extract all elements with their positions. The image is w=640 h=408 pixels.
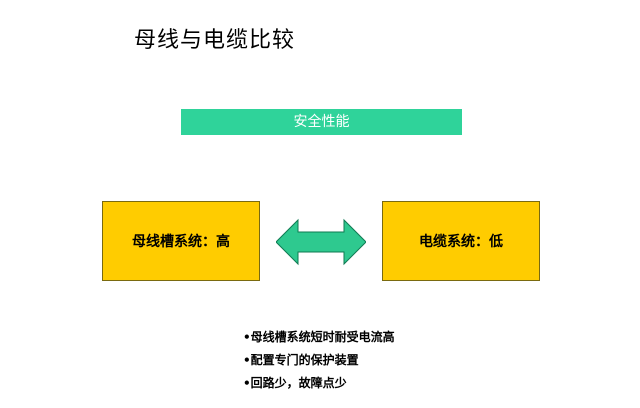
bullet-text: 配置专门的保护装置 <box>250 353 359 367</box>
list-item: •母线槽系统短时耐受电流高 <box>243 326 395 349</box>
bullet-mark: • <box>243 330 251 344</box>
bullet-text: 母线槽系统短时耐受电流高 <box>250 330 395 344</box>
cable-rating-label: 电缆系统：低 <box>419 234 503 250</box>
list-item: •配置专门的保护装置 <box>243 349 395 372</box>
list-item: •回路少，故障点少 <box>243 372 395 395</box>
busway-rating-label: 母线槽系统：高 <box>132 234 230 250</box>
cable-rating-box: 电缆系统：低 <box>382 201 540 281</box>
bullet-list: •母线槽系统短时耐受电流高 •配置专门的保护装置 •回路少，故障点少 <box>243 326 395 395</box>
slide-title: 母线与电缆比较 <box>134 28 296 53</box>
double-arrow-icon <box>276 218 366 266</box>
category-banner: 安全性能 <box>181 109 462 135</box>
busway-rating-box: 母线槽系统：高 <box>102 201 260 281</box>
bullet-text: 回路少，故障点少 <box>250 376 347 390</box>
bullet-mark: • <box>243 353 251 367</box>
bullet-mark: • <box>243 376 251 390</box>
